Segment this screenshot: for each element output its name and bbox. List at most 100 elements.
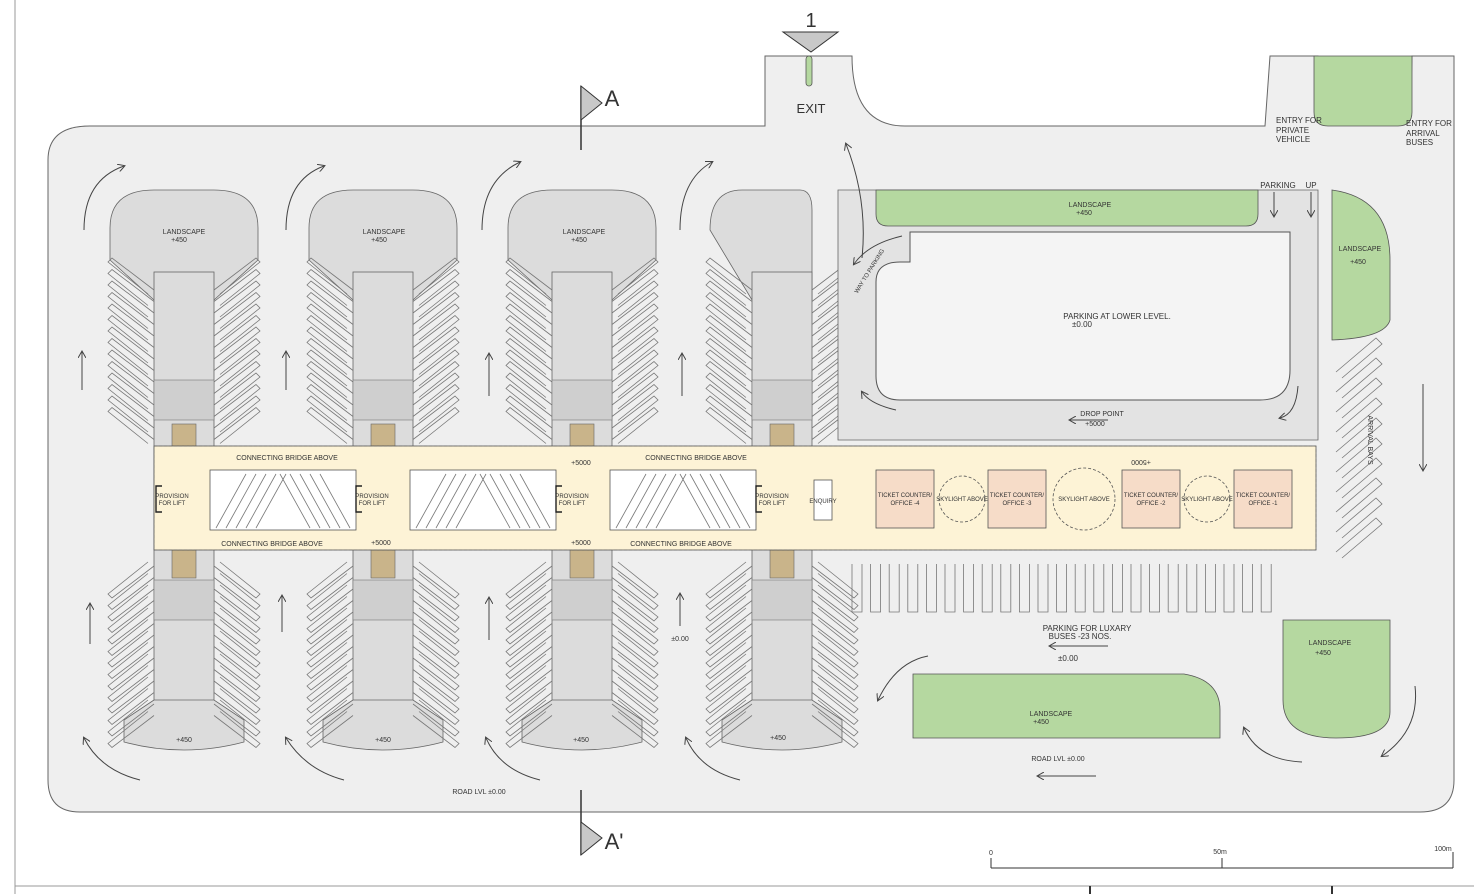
platform-level-3: +450 (573, 737, 589, 744)
parking-lower-level (875, 231, 1291, 401)
luxury-bay (888, 564, 900, 613)
luxury-bay (1037, 564, 1049, 613)
drop-point-label: DROP POINT (1080, 411, 1124, 418)
bay-right-bottom (213, 584, 261, 622)
bay-right-bottom (412, 561, 460, 599)
lift-4-line2: FOR LIFT (759, 501, 786, 507)
ticket-4-line1: TICKET COUNTER/ (878, 493, 933, 499)
bay-left-top (505, 395, 553, 433)
bay-right-bottom (811, 676, 859, 714)
bay-right-bottom (611, 676, 659, 714)
bridge-opening-bays (215, 473, 751, 529)
opening-bay-right (519, 473, 551, 529)
bay-right-bottom (412, 676, 460, 714)
platform-tail-2 (322, 699, 444, 751)
bay-left-bottom (705, 619, 753, 657)
bay-left-top (306, 337, 354, 375)
flow-arrow-15 (486, 738, 541, 781)
stair-bottom-4 (751, 579, 813, 621)
parking-lower-label: PARKING AT LOWER LEVEL. (1063, 312, 1171, 321)
opening-bay-left (255, 473, 287, 529)
stair-bottom-2 (352, 579, 414, 621)
platform-head-3 (507, 189, 657, 301)
bay-right-bottom (213, 607, 261, 645)
opening-bay-right (709, 473, 741, 529)
bay-right-bottom (611, 653, 659, 691)
bridge-pad-top-3 (569, 423, 595, 447)
bay-right-bottom (213, 642, 261, 680)
lift-provision-2: PROVISION FOR LIFT (355, 485, 389, 513)
opening-bay-left (655, 473, 687, 529)
flow-arrow-26 (878, 655, 929, 700)
luxury-parking-line2: BUSES -23 NOS. (1049, 632, 1112, 641)
bay-right-top (213, 337, 261, 375)
bay-left-top (505, 314, 553, 352)
bay-left-bottom (306, 688, 354, 726)
bay-left-bottom (505, 596, 553, 634)
bay-right-top (213, 372, 261, 410)
bay-left-top (306, 326, 354, 364)
bay-left-bottom (505, 699, 553, 737)
bay-left-bottom (505, 642, 553, 680)
bay-right-bottom (412, 596, 460, 634)
flow-arrow-17 (846, 144, 864, 259)
flow-arrow-19 (862, 392, 897, 411)
landscape-level-5: +450 (1350, 259, 1366, 266)
bay-left-top (705, 395, 753, 433)
lift-provision-1: PROVISION FOR LIFT (155, 485, 189, 513)
bay-left-bottom (505, 584, 553, 622)
scale-zero: 0 (989, 850, 993, 857)
bay-right-top (412, 337, 460, 375)
opening-bay-left (445, 473, 477, 529)
landscape-level-4: +450 (1076, 210, 1092, 217)
luxury-bay (1112, 564, 1123, 613)
bay-right-bottom (811, 607, 859, 645)
exit-median (805, 55, 813, 87)
bay-right-top (412, 268, 460, 306)
bay-right-top (611, 257, 659, 295)
luxury-bay (926, 564, 937, 613)
bay-left-top (505, 406, 553, 444)
bay-left-top (107, 337, 155, 375)
bay-right-bottom (412, 699, 460, 737)
arrival-bay (1335, 477, 1383, 519)
bay-left-top (705, 383, 753, 421)
opening-bay-right (479, 473, 511, 529)
bay-left-top (306, 257, 354, 295)
bay-right-top (412, 349, 460, 387)
luxury-bay (1260, 564, 1272, 613)
bay-left-bottom (306, 676, 354, 714)
ticket-3-line1: TICKET COUNTER/ (990, 493, 1045, 499)
bay-right-top (412, 326, 460, 364)
arrival-bays (1335, 337, 1383, 559)
bridge-pad-bottom-1 (171, 549, 197, 579)
bay-right-bottom (611, 619, 659, 657)
opening-bay-left (435, 473, 467, 529)
arrival-bay (1335, 337, 1383, 379)
bay-left-bottom (705, 596, 753, 634)
bay-left-bottom (705, 630, 753, 668)
stair-top-2 (352, 379, 414, 421)
platform-head-1 (109, 189, 259, 301)
opening-bay-left (245, 473, 277, 529)
luxury-parking-line1: PARKING FOR LUXARY (1043, 624, 1132, 633)
bay-left-top (705, 291, 753, 329)
landscape-label-1: LANDSCAPE (163, 229, 206, 236)
bay-left-top (306, 349, 354, 387)
landscape-level-7: +450 (1033, 719, 1049, 726)
bay-left-top (705, 349, 753, 387)
bay-left-bottom (505, 561, 553, 599)
flow-arrow-1 (83, 166, 124, 231)
bridge-pad-bottom-4 (769, 549, 795, 579)
bay-right-bottom (213, 699, 261, 737)
bay-left-top (107, 268, 155, 306)
stair-bottom-3 (551, 579, 613, 621)
landscape-right-bottom (1282, 619, 1391, 739)
concourse-level-3: +5000 (571, 540, 591, 547)
section-marker-a-prime: A' (580, 790, 623, 857)
entry-buses-line3: BUSES (1406, 138, 1433, 147)
landscape-bottom (912, 673, 1221, 739)
bay-right-bottom (412, 584, 460, 622)
bay-left-bottom (107, 676, 155, 714)
landscape-label-6: LANDSCAPE (1309, 640, 1352, 647)
